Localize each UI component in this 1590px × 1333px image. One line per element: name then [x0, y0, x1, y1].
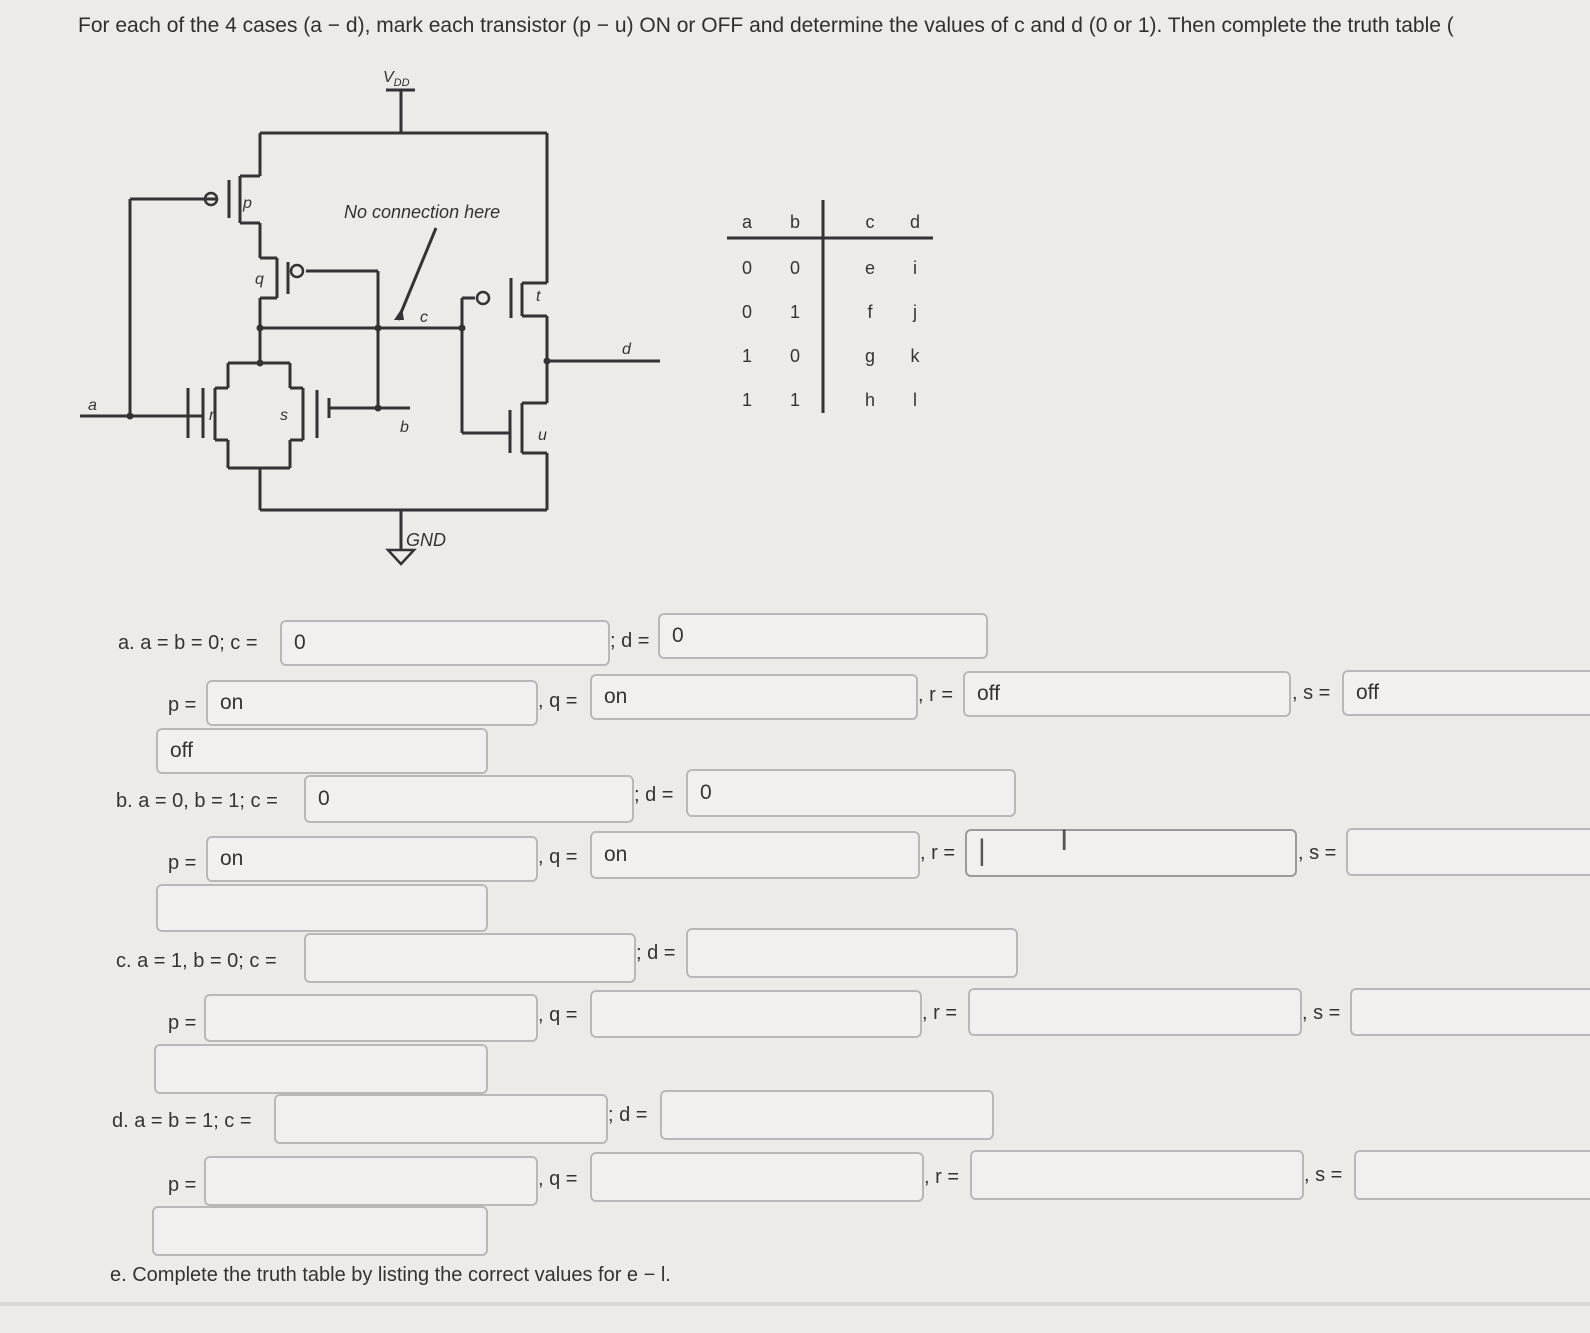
case-c-p-label: p =: [168, 1012, 197, 1034]
part-e-instruction: e. Complete the truth table by listing t…: [110, 1264, 671, 1286]
case-a-r-input[interactable]: off: [963, 671, 1291, 717]
gnd-label: GND: [406, 530, 446, 550]
case-c-q-label: , q =: [538, 1004, 578, 1026]
case-d-d-label: ; d =: [608, 1104, 648, 1126]
transistor-u-label: u: [538, 427, 547, 444]
case-d-d-input[interactable]: [660, 1090, 994, 1140]
case-c-s-label: , s =: [1302, 1002, 1341, 1024]
case-c-d-label: ; d =: [636, 942, 676, 964]
tt-cell: 1: [742, 390, 752, 410]
case-c-r-label: , r =: [922, 1002, 958, 1024]
tt-cell: f: [867, 302, 873, 322]
case-b-p-label: p =: [168, 852, 197, 874]
case-c-label: c. a = 1, b = 0; c =: [116, 950, 277, 972]
case-a-q-input[interactable]: on: [590, 674, 918, 720]
case-a-c-input[interactable]: 0: [280, 620, 610, 666]
tt-cell: 1: [790, 302, 800, 322]
tt-cell: j: [912, 302, 917, 322]
tt-cell: 0: [790, 346, 800, 366]
question-prompt: For each of the 4 cases (a − d), mark ea…: [78, 14, 1454, 37]
tt-cell: 0: [742, 302, 752, 322]
transistor-t-label: t: [536, 288, 541, 305]
tt-cell: e: [865, 258, 875, 278]
transistor-r-label: r: [209, 407, 215, 424]
node-c-label: c: [420, 309, 428, 326]
case-c-q-input[interactable]: [590, 990, 922, 1038]
case-a-d-label: ; d =: [610, 630, 650, 652]
tt-cell: 0: [790, 258, 800, 278]
case-a-t-input[interactable]: off: [156, 728, 488, 774]
truth-table: a b c d 0 0 e i 0 1 f j 1 0 g k 1 1 h l: [727, 200, 933, 413]
case-d-r-label: , r =: [924, 1166, 960, 1188]
case-b-t-input[interactable]: [156, 884, 488, 932]
case-a-p-input[interactable]: on: [206, 680, 538, 726]
input-a-label: a: [88, 397, 97, 414]
case-b-q-input[interactable]: on: [590, 831, 920, 879]
case-b-r-label: , r =: [920, 842, 956, 864]
case-d-c-input[interactable]: [274, 1094, 608, 1144]
case-d-t-input[interactable]: [152, 1206, 488, 1256]
case-d-q-input[interactable]: [590, 1152, 924, 1202]
case-d-r-input[interactable]: [970, 1150, 1304, 1200]
tt-cell: k: [911, 346, 921, 366]
tt-cell: i: [913, 258, 917, 278]
case-c-p-input[interactable]: [204, 994, 538, 1042]
transistor-p-label: p: [242, 195, 252, 212]
case-d-p-input[interactable]: [204, 1156, 538, 1206]
case-a-s-label: , s =: [1292, 682, 1331, 704]
case-b-d-label: ; d =: [634, 784, 674, 806]
case-c-d-input[interactable]: [686, 928, 1018, 978]
case-b-s-input[interactable]: [1346, 828, 1590, 876]
case-d-label: d. a = b = 1; c =: [112, 1110, 252, 1132]
tt-header-b: b: [790, 212, 800, 232]
case-b-q-label: , q =: [538, 846, 578, 868]
case-d-s-label: , s =: [1304, 1164, 1343, 1186]
vdd-label: VDD: [383, 69, 410, 89]
mouse-ibeam-cursor-icon: I: [1060, 824, 1069, 857]
tt-cell: 1: [742, 346, 752, 366]
case-b-s-label: , s =: [1298, 842, 1337, 864]
text-caret-icon: |: [978, 834, 986, 867]
case-a-label: a. a = b = 0; c =: [118, 632, 258, 654]
transistor-s-label: s: [280, 407, 288, 424]
tt-header-d: d: [910, 212, 920, 232]
case-a-s-input[interactable]: off: [1342, 670, 1590, 716]
case-b-d-input[interactable]: 0: [686, 769, 1016, 817]
tt-header-c: c: [866, 212, 875, 232]
tt-cell: h: [865, 390, 875, 410]
case-b-r-input[interactable]: [965, 829, 1297, 877]
case-d-p-label: p =: [168, 1174, 197, 1196]
case-c-s-input[interactable]: [1350, 988, 1590, 1036]
tt-cell: g: [865, 346, 875, 366]
case-b-c-input[interactable]: 0: [304, 775, 634, 823]
case-c-t-input[interactable]: [154, 1044, 488, 1094]
case-d-s-input[interactable]: [1354, 1150, 1590, 1200]
tt-header-a: a: [742, 212, 753, 232]
case-a-r-label: , r =: [918, 684, 954, 706]
case-a-d-input[interactable]: 0: [658, 613, 988, 659]
output-d-label: d: [622, 341, 632, 358]
case-b-p-input[interactable]: on: [206, 836, 538, 882]
case-a-p-label: p =: [168, 694, 197, 716]
tt-cell: 1: [790, 390, 800, 410]
transistor-q-label: q: [255, 271, 264, 288]
case-d-q-label: , q =: [538, 1168, 578, 1190]
case-c-r-input[interactable]: [968, 988, 1302, 1036]
input-b-label: b: [400, 419, 409, 436]
tt-cell: l: [913, 390, 917, 410]
tt-cell: 0: [742, 258, 752, 278]
case-c-c-input[interactable]: [304, 933, 636, 983]
case-b-label: b. a = 0, b = 1; c =: [116, 790, 278, 812]
no-connection-annotation: No connection here: [344, 202, 500, 222]
case-a-q-label: , q =: [538, 690, 578, 712]
cmos-circuit-diagram: VDD GND No connection here p q r s t u a…: [80, 69, 660, 566]
page-divider: [0, 1302, 1590, 1306]
